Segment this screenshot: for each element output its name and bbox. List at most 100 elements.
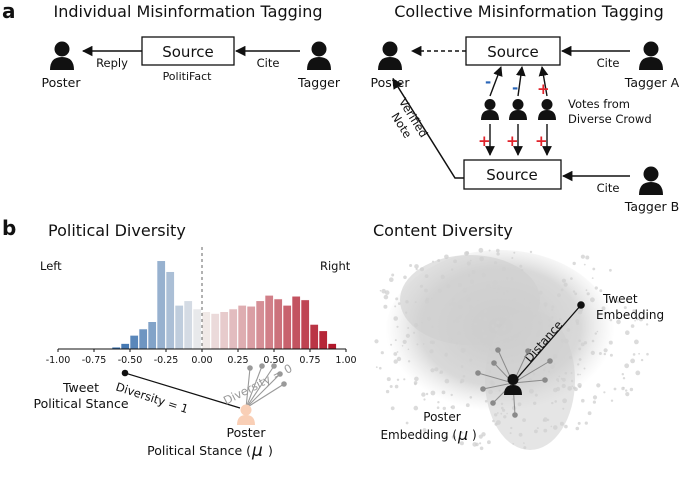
poster-label-right: Poster bbox=[371, 75, 411, 90]
cloud-point bbox=[434, 367, 439, 372]
cloud-point bbox=[437, 288, 442, 293]
cloud-point bbox=[424, 288, 428, 293]
poster-stance-label-2: Political Stance ( bbox=[147, 443, 251, 458]
tweet-embedding-label-1: Tweet bbox=[602, 292, 638, 306]
cloud-point bbox=[509, 432, 512, 435]
cloud-point bbox=[451, 435, 456, 439]
cloud-point bbox=[476, 338, 481, 343]
political-title: Political Diversity bbox=[48, 221, 186, 240]
cloud-point bbox=[609, 353, 613, 357]
histogram-tick-label: 0.50 bbox=[263, 355, 284, 366]
cloud-point bbox=[580, 254, 586, 259]
cloud-point bbox=[375, 366, 378, 369]
cloud-point bbox=[634, 319, 636, 322]
cloud-point bbox=[625, 392, 630, 397]
cloud-point bbox=[558, 375, 561, 378]
cloud-point bbox=[585, 255, 590, 260]
cloud-point bbox=[429, 349, 434, 354]
cloud-point bbox=[610, 399, 614, 402]
cloud-point bbox=[488, 249, 491, 252]
cloud-point bbox=[563, 282, 568, 287]
cloud-point bbox=[414, 376, 419, 382]
neighbor-line bbox=[512, 379, 546, 384]
cloud-point bbox=[426, 316, 431, 321]
embedding-cloud bbox=[374, 247, 649, 451]
cloud-point bbox=[462, 287, 467, 293]
cloud-point bbox=[469, 305, 473, 309]
content-title: Content Diversity bbox=[373, 221, 513, 240]
cloud-point bbox=[556, 378, 559, 382]
tagger-a-icon bbox=[639, 41, 663, 70]
histogram-bar bbox=[120, 343, 130, 350]
cloud-point bbox=[469, 259, 472, 262]
neighbor-stance-dot bbox=[259, 363, 265, 369]
cloud-point bbox=[413, 405, 419, 411]
votes-label-line2: Diverse Crowd bbox=[568, 112, 652, 126]
poster-icon-political bbox=[237, 404, 255, 425]
right-axis-label: Right bbox=[320, 259, 351, 273]
poster-embedding-close-paren: ) bbox=[472, 428, 477, 442]
cloud-point bbox=[402, 339, 407, 344]
cloud-point bbox=[496, 320, 500, 325]
politifact-caption: PolitiFact bbox=[163, 70, 213, 83]
histogram-bar bbox=[282, 305, 292, 350]
stance-diversity bbox=[121, 363, 287, 425]
cloud-point bbox=[517, 340, 521, 343]
cloud-point bbox=[380, 351, 384, 355]
cloud-point bbox=[421, 321, 423, 324]
cloud-point bbox=[502, 408, 506, 412]
cloud-point bbox=[635, 317, 639, 321]
cloud-point bbox=[500, 345, 505, 349]
histogram-bar bbox=[138, 328, 148, 350]
tweet-embedding-label-2: Embedding bbox=[596, 308, 664, 322]
cloud-point bbox=[384, 290, 390, 295]
histogram-tick-label: 1.00 bbox=[335, 355, 356, 366]
cite-label-b: Cite bbox=[597, 181, 620, 195]
histogram-bar bbox=[201, 311, 211, 350]
cloud-point bbox=[476, 299, 479, 302]
cloud-point bbox=[500, 412, 503, 415]
cloud-point bbox=[465, 403, 470, 408]
poster-label-left: Poster bbox=[42, 75, 82, 90]
cloud-point bbox=[460, 365, 464, 369]
cloud-point bbox=[596, 383, 601, 388]
cloud-point bbox=[536, 330, 541, 335]
cloud-point bbox=[623, 306, 627, 310]
cloud-point bbox=[415, 268, 418, 271]
cloud-point bbox=[422, 428, 427, 432]
histogram-bars bbox=[111, 260, 337, 350]
cloud-point bbox=[624, 363, 630, 369]
cloud-point bbox=[413, 381, 418, 385]
cloud-point bbox=[575, 319, 580, 323]
cloud-point bbox=[583, 367, 586, 370]
cloud-point bbox=[587, 411, 592, 416]
cloud-point bbox=[425, 392, 429, 396]
cloud-point bbox=[577, 383, 582, 388]
cloud-point bbox=[379, 366, 382, 370]
vote-sign-plus-3: + bbox=[506, 132, 519, 150]
cloud-point bbox=[414, 301, 417, 304]
cloud-point bbox=[484, 399, 488, 403]
cloud-point bbox=[395, 297, 399, 301]
neighbor-line bbox=[512, 360, 551, 384]
cloud-point bbox=[543, 302, 548, 307]
cloud-point bbox=[479, 446, 484, 451]
cloud-point bbox=[571, 385, 573, 388]
histogram-tick-label: -1.00 bbox=[46, 355, 71, 366]
tagger-label-left: Tagger bbox=[297, 75, 341, 90]
cloud-point bbox=[553, 354, 558, 359]
cloud-point bbox=[401, 345, 404, 347]
individual-title: Individual Misinformation Tagging bbox=[53, 2, 322, 21]
cloud-point bbox=[562, 398, 567, 404]
cloud-point bbox=[562, 407, 565, 410]
cloud-point bbox=[469, 358, 473, 362]
cloud-point bbox=[503, 415, 507, 419]
cloud-point bbox=[389, 277, 394, 283]
cloud-point bbox=[551, 305, 555, 309]
cloud-point bbox=[528, 378, 532, 382]
histogram-bar bbox=[183, 300, 193, 350]
cloud-point bbox=[455, 319, 460, 324]
source-label-bottom: Source bbox=[486, 166, 538, 184]
poster-icon-left bbox=[50, 41, 74, 70]
